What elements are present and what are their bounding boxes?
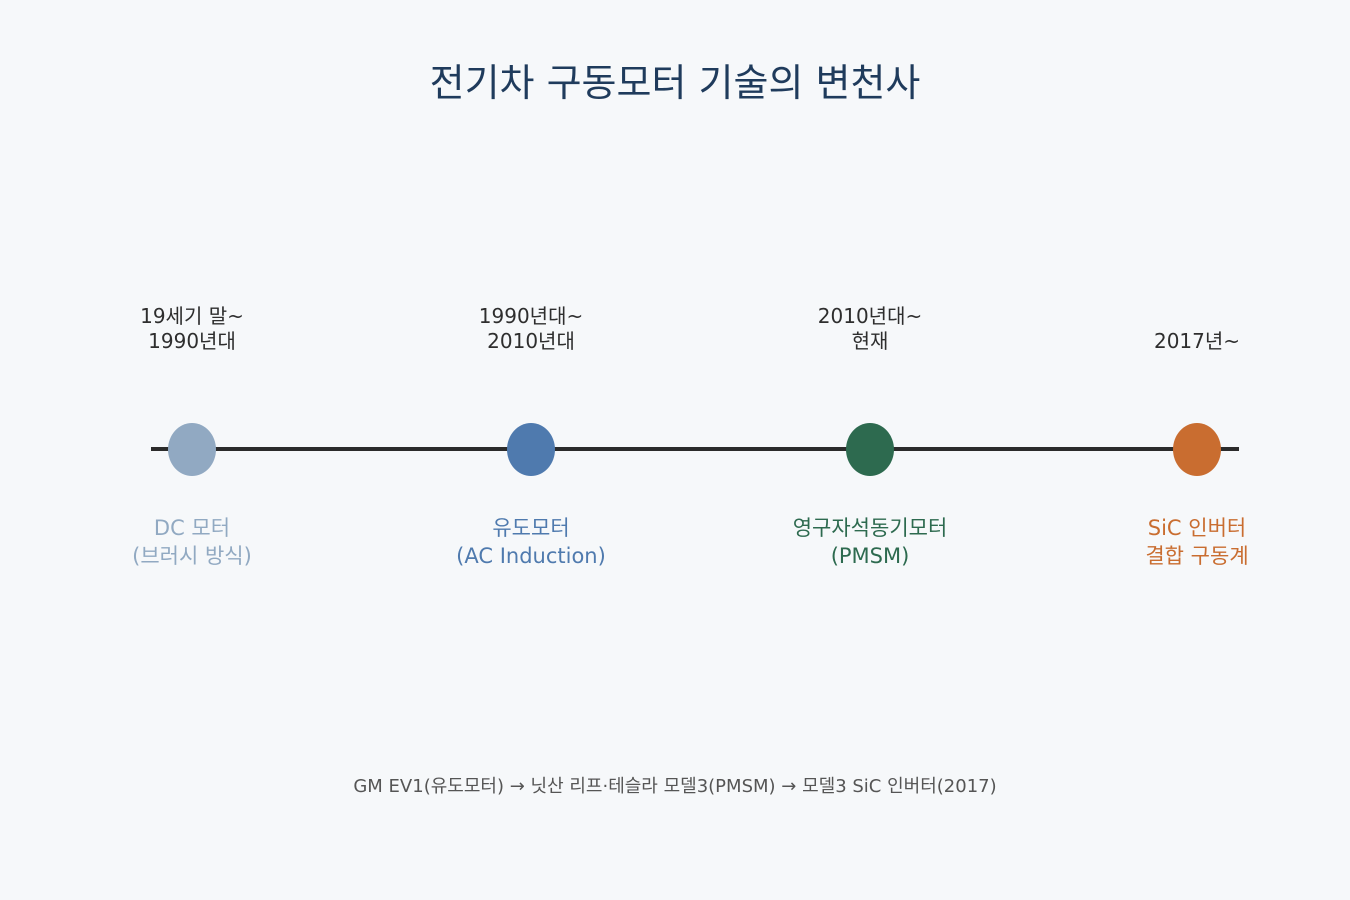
milestone-period: 2017년~ [1067,329,1327,354]
name-line: DC 모터 [153,516,231,540]
period-line: 2017년~ [1153,329,1241,353]
milestone-sic-inverter: 2017년~ SiC 인버터 결합 구동계 [1067,0,1327,900]
milestone-dot [1173,423,1221,476]
name-line: 유도모터 [492,516,570,540]
name-line: 영구자석동기모터 [792,516,948,540]
milestone-dot [168,423,216,476]
milestone-dc-motor: 19세기 말~ 1990년대 DC 모터 (브러시 방식) [62,0,322,900]
period-line: 2010년대~ [817,304,923,328]
footer-caption: GM EV1(유도모터) → 닛산 리프·테슬라 모델3(PMSM) → 모델3… [353,776,997,797]
name-line: 결합 구동계 [1145,544,1249,568]
milestone-dot [846,423,894,476]
name-line: SiC 인버터 [1147,516,1247,540]
name-line: (PMSM) [830,544,910,568]
name-line: (AC Induction) [456,544,606,568]
period-line: 1990년대~ [478,304,584,328]
milestone-name: 유도모터 (AC Induction) [401,514,661,570]
period-line: 2010년대 [487,329,575,353]
name-line: (브러시 방식) [132,544,252,568]
milestone-name: SiC 인버터 결합 구동계 [1067,514,1327,570]
milestone-period: 2010년대~ 현재 [740,304,1000,354]
milestone-period: 19세기 말~ 1990년대 [62,304,322,354]
milestone-induction-motor: 1990년대~ 2010년대 유도모터 (AC Induction) [401,0,661,900]
timeline-axis [151,447,1239,451]
period-line: 1990년대 [148,329,236,353]
diagram-title: 전기차 구동모터 기술의 변천사 [429,61,921,105]
period-line: 현재 [851,329,889,353]
milestone-dot [507,423,555,476]
milestone-pmsm: 2010년대~ 현재 영구자석동기모터 (PMSM) [740,0,1000,900]
period-line: 19세기 말~ [140,304,244,328]
milestone-name: 영구자석동기모터 (PMSM) [740,514,1000,570]
milestone-period: 1990년대~ 2010년대 [401,304,661,354]
milestone-name: DC 모터 (브러시 방식) [62,514,322,570]
